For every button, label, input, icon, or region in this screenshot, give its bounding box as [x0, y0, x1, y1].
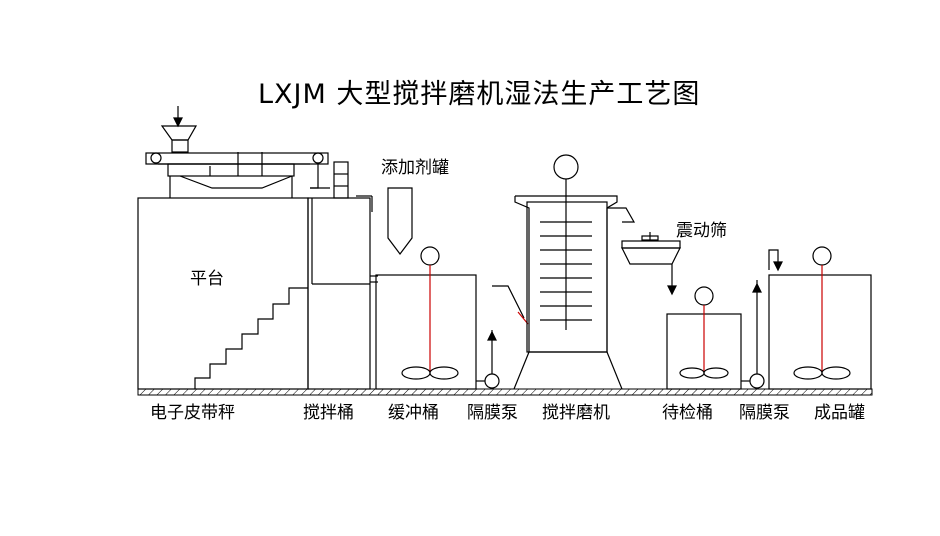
stirring-mill — [513, 154, 636, 390]
additive-tank — [387, 187, 413, 255]
label-diaphragm-pump-1: 隔膜泵 — [467, 403, 518, 423]
platform-label: 平台 — [190, 269, 224, 289]
label-inspection-tank: 待检桶 — [662, 403, 713, 423]
label-diaphragm-pump-2: 隔膜泵 — [739, 403, 790, 423]
screen-label: 震动筛 — [676, 221, 727, 241]
label-buffer-tank: 缓冲桶 — [388, 403, 439, 423]
buffer-tank — [375, 246, 477, 390]
label-stirring-tank: 搅拌桶 — [303, 403, 354, 423]
vibrating-screen — [621, 232, 681, 296]
diagram-title: LXJM 大型搅拌磨机湿法生产工艺图 — [258, 79, 700, 110]
platform — [137, 197, 309, 390]
label-product-tank: 成品罐 — [814, 403, 865, 423]
inspection-tank — [666, 286, 742, 390]
additive-tank-label: 添加剂罐 — [381, 158, 449, 178]
product-tank — [768, 246, 872, 390]
label-stirring-mill: 搅拌磨机 — [542, 403, 610, 423]
belt-scale — [145, 106, 330, 198]
ground — [137, 388, 873, 396]
label-belt-scale: 电子皮带秤 — [150, 403, 235, 423]
stirring-tank — [307, 161, 378, 390]
diaphragm-pump-1 — [476, 285, 529, 389]
diaphragm-pump-2 — [741, 249, 783, 389]
